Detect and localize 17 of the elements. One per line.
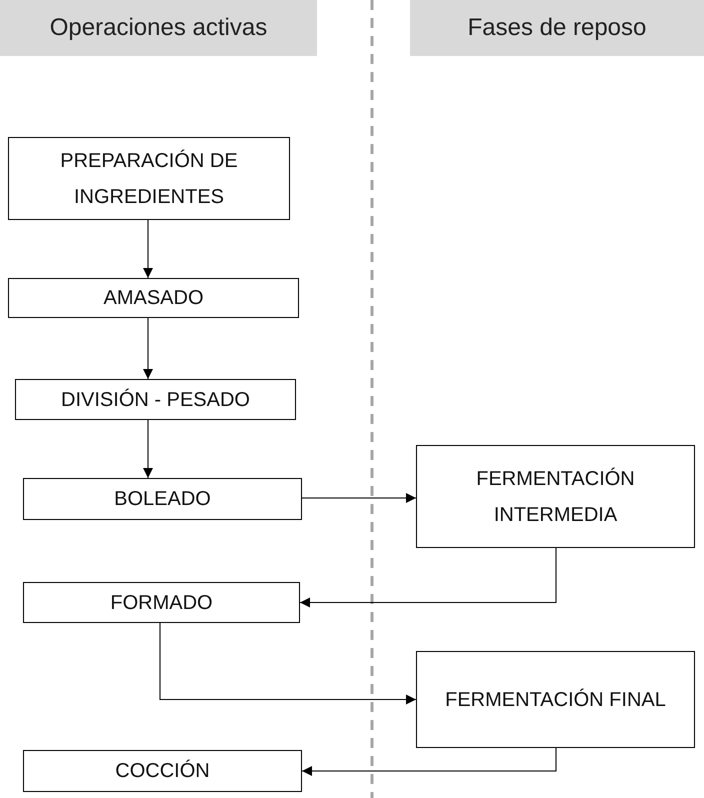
- process-box: FERMENTACIÓN INTERMEDIA: [416, 445, 695, 548]
- arrow: [160, 622, 416, 704]
- column-header: Fases de reposo: [410, 0, 704, 56]
- process-box: DIVISIÓN - PESADO: [15, 379, 296, 420]
- process-box: PREPARACIÓN DE INGREDIENTES: [8, 137, 290, 220]
- process-box: FERMENTACIÓN FINAL: [416, 651, 695, 748]
- column-header: Operaciones activas: [0, 0, 317, 56]
- process-box: FORMADO: [23, 582, 300, 623]
- arrow: [143, 318, 153, 380]
- process-box: COCCIÓN: [23, 750, 302, 792]
- arrow: [143, 220, 153, 278]
- arrow: [143, 420, 153, 478]
- process-box: BOLEADO: [23, 478, 302, 520]
- process-box: AMASADO: [8, 278, 299, 318]
- arrow: [302, 748, 556, 776]
- arrow: [302, 493, 416, 503]
- arrow: [300, 548, 556, 608]
